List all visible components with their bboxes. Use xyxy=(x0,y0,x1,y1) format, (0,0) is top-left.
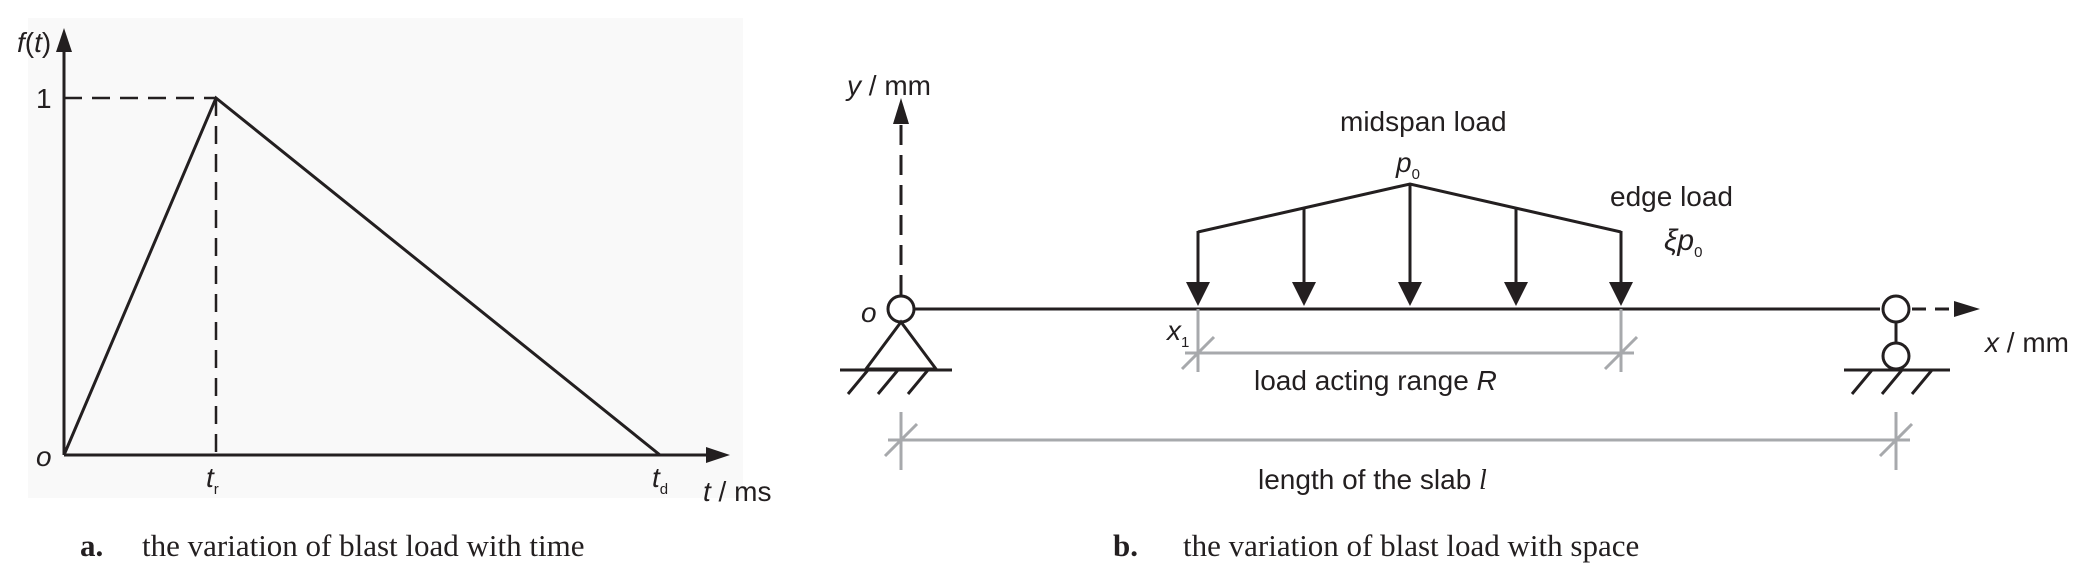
panel-a-y-axis-label: f(t) xyxy=(17,27,51,58)
midspan-load-label: midspan load xyxy=(1340,106,1507,137)
panel-b-space-distribution: y / mm x / mm o xyxy=(840,70,2069,563)
panel-a-x-axis-arrowhead xyxy=(706,447,730,463)
load-arrow-left-edge-head xyxy=(1186,282,1210,306)
panel-b-caption: b.the variation of blast load with space xyxy=(1113,528,1639,563)
right-roller-support xyxy=(1844,294,1950,395)
load-arrow-right-edge-head xyxy=(1609,282,1633,306)
panel-a-caption: a.the variation of blast load with time xyxy=(80,528,585,563)
panel-a-triangular-load-curve xyxy=(62,95,661,457)
left-support-hatch xyxy=(906,369,930,395)
slab-length-label: length of the slab l xyxy=(1258,464,1487,496)
panel-a-td-label: td xyxy=(652,462,668,498)
slab-length-tick-left xyxy=(883,422,919,458)
panel-a-y-axis-arrowhead xyxy=(56,28,72,52)
left-pin-support xyxy=(840,294,952,395)
right-roller-bottom xyxy=(1881,341,1911,371)
panel-a-background xyxy=(28,18,743,498)
left-support-hatch xyxy=(876,369,900,395)
load-range-tick-left xyxy=(1180,335,1216,371)
left-support-hatch xyxy=(846,369,870,395)
edge-load-label: edge load xyxy=(1610,181,1733,212)
right-support-hatch xyxy=(1850,369,1874,395)
panel-a-time-history: f(t) 1 o tr td t / ms a.the variation of… xyxy=(17,18,771,563)
right-support-hatch xyxy=(1910,369,1934,395)
load-arrow-quarter-right-head xyxy=(1504,282,1528,306)
panel-b-x-axis-label: x / mm xyxy=(1983,327,2069,358)
panel-b-x-axis-arrowhead xyxy=(1954,301,1980,317)
left-support-triangle xyxy=(863,319,939,371)
right-roller-top xyxy=(1881,294,1911,324)
xi-p0-label: ξp0 xyxy=(1664,224,1702,261)
left-pin-hinge xyxy=(886,294,916,324)
load-range-label: load acting range R xyxy=(1254,365,1497,396)
slab-length-tick-right xyxy=(1878,422,1914,458)
right-support-hatch xyxy=(1880,369,1904,395)
load-range-tick-right xyxy=(1603,335,1639,371)
load-arrow-midspan-head xyxy=(1398,282,1422,306)
panel-a-x-axis-label: t / ms xyxy=(703,476,771,507)
panel-b-origin-label: o xyxy=(861,297,877,328)
load-arrow-quarter-left-head xyxy=(1292,282,1316,306)
p0-label: p0 xyxy=(1395,147,1420,183)
slab-length-dimension xyxy=(883,412,1914,470)
panel-b-y-axis-label: y / mm xyxy=(845,70,931,101)
load-arrows xyxy=(1186,184,1633,306)
panel-a-tr-label: tr xyxy=(206,462,219,498)
panel-a-y-tick-one: 1 xyxy=(36,83,52,114)
panel-a-origin-label: o xyxy=(36,441,52,472)
x1-label: x1 xyxy=(1165,315,1189,351)
panel-b-y-axis-arrowhead xyxy=(893,98,909,124)
load-range-dimension xyxy=(1180,309,1639,372)
